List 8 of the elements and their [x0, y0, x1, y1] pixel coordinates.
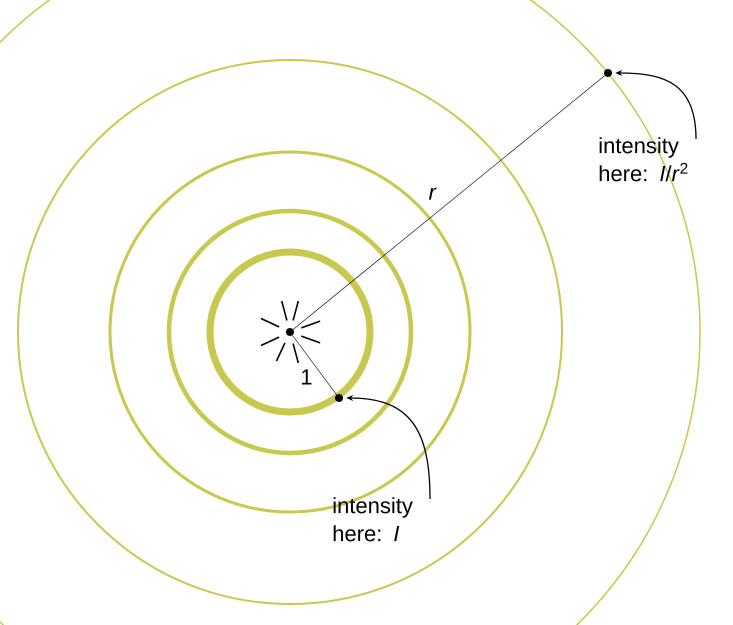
line	[292, 75, 606, 330]
edge-label: r	[428, 188, 437, 200]
line	[292, 335, 337, 395]
edge-label: 1	[302, 369, 312, 384]
dot	[335, 394, 343, 402]
dot	[604, 69, 612, 77]
text-label: intensity here: I	[334, 497, 413, 542]
dot	[286, 328, 294, 336]
